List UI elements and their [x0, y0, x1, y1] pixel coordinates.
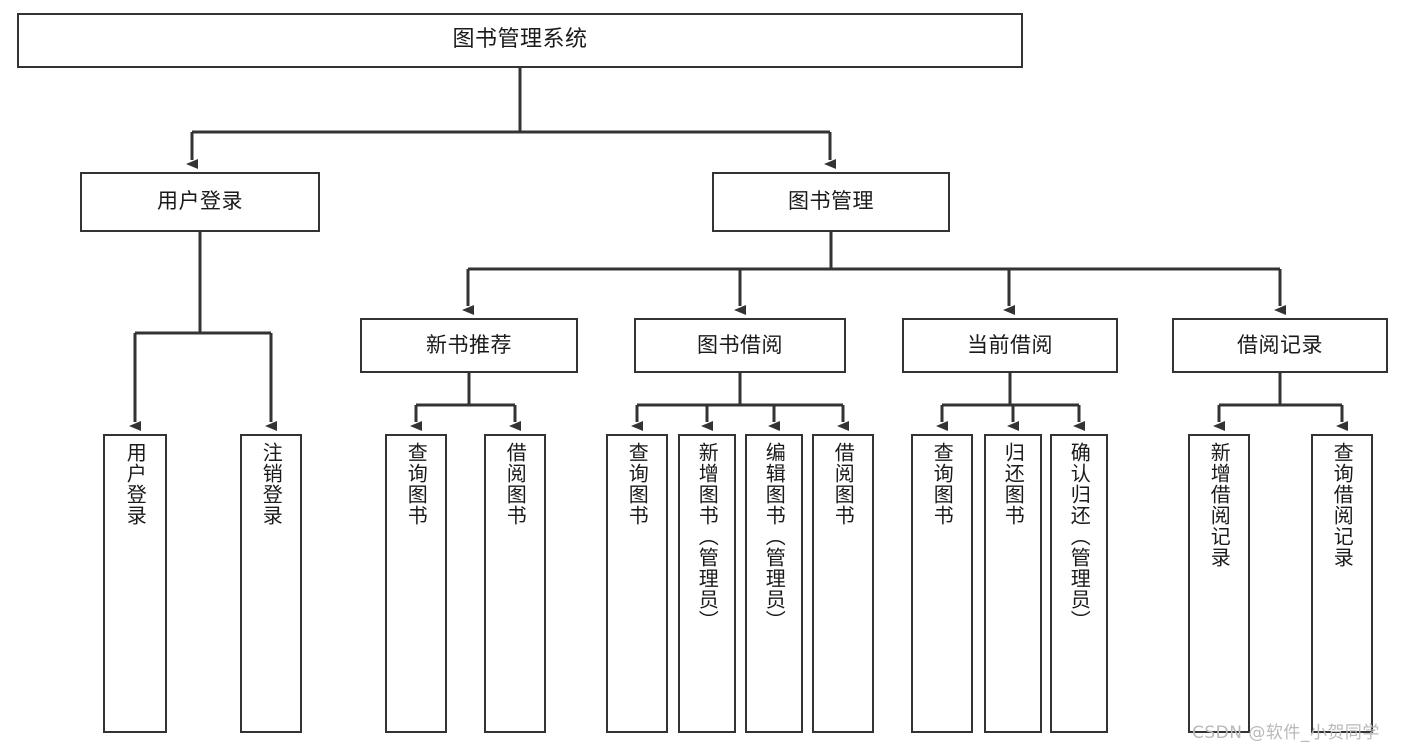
node-label: 确认归还（管理员）	[1067, 442, 1092, 631]
leaf-borrow-book-recommend[interactable]: 借阅图书	[484, 434, 546, 733]
node-label: 查询图书	[404, 442, 429, 526]
leaf-confirm-return-admin[interactable]: 确认归还（管理员）	[1050, 434, 1108, 733]
node-book-manage[interactable]: 图书管理	[712, 172, 950, 232]
node-label: 查询图书	[625, 442, 650, 526]
node-label: 查询借阅记录	[1330, 442, 1355, 568]
node-label: 查询图书	[930, 442, 955, 526]
node-book-borrow[interactable]: 图书借阅	[634, 318, 846, 373]
node-new-book-recommend[interactable]: 新书推荐	[360, 318, 578, 373]
node-label: 用户登录	[157, 189, 243, 214]
leaf-logout[interactable]: 注销登录	[240, 434, 302, 733]
leaf-return-book[interactable]: 归还图书	[984, 434, 1042, 733]
node-label: 新书推荐	[426, 332, 512, 357]
leaf-user-login[interactable]: 用户登录	[103, 434, 167, 733]
leaf-borrow-book[interactable]: 借阅图书	[812, 434, 874, 733]
leaf-query-book-recommend[interactable]: 查询图书	[385, 434, 447, 733]
node-label: 编辑图书（管理员）	[762, 442, 787, 631]
node-current-borrow[interactable]: 当前借阅	[902, 318, 1118, 373]
node-label: 归还图书	[1001, 442, 1026, 526]
node-label: 用户登录	[123, 442, 148, 526]
node-borrow-record[interactable]: 借阅记录	[1172, 318, 1388, 373]
node-root-system[interactable]: 图书管理系统	[17, 13, 1023, 68]
leaf-query-book-current[interactable]: 查询图书	[911, 434, 973, 733]
node-label: 注销登录	[259, 442, 284, 526]
leaf-query-borrow-record[interactable]: 查询借阅记录	[1311, 434, 1373, 733]
leaf-add-borrow-record[interactable]: 新增借阅记录	[1188, 434, 1250, 733]
node-label: 新增借阅记录	[1207, 442, 1232, 568]
node-label: 新增图书（管理员）	[695, 442, 720, 631]
node-label: 当前借阅	[967, 332, 1053, 357]
node-label: 借阅图书	[503, 442, 528, 526]
node-label: 图书管理	[788, 189, 874, 214]
node-label: 图书管理系统	[452, 27, 588, 53]
node-label: 借阅记录	[1237, 332, 1323, 357]
leaf-query-book-borrow[interactable]: 查询图书	[606, 434, 668, 733]
node-user-login[interactable]: 用户登录	[80, 172, 320, 232]
node-label: 借阅图书	[831, 442, 856, 526]
node-label: 图书借阅	[697, 332, 783, 357]
leaf-add-book-admin[interactable]: 新增图书（管理员）	[678, 434, 736, 733]
csdn-watermark: CSDN @软件_小贺同学	[1192, 723, 1380, 743]
leaf-edit-book-admin[interactable]: 编辑图书（管理员）	[745, 434, 803, 733]
